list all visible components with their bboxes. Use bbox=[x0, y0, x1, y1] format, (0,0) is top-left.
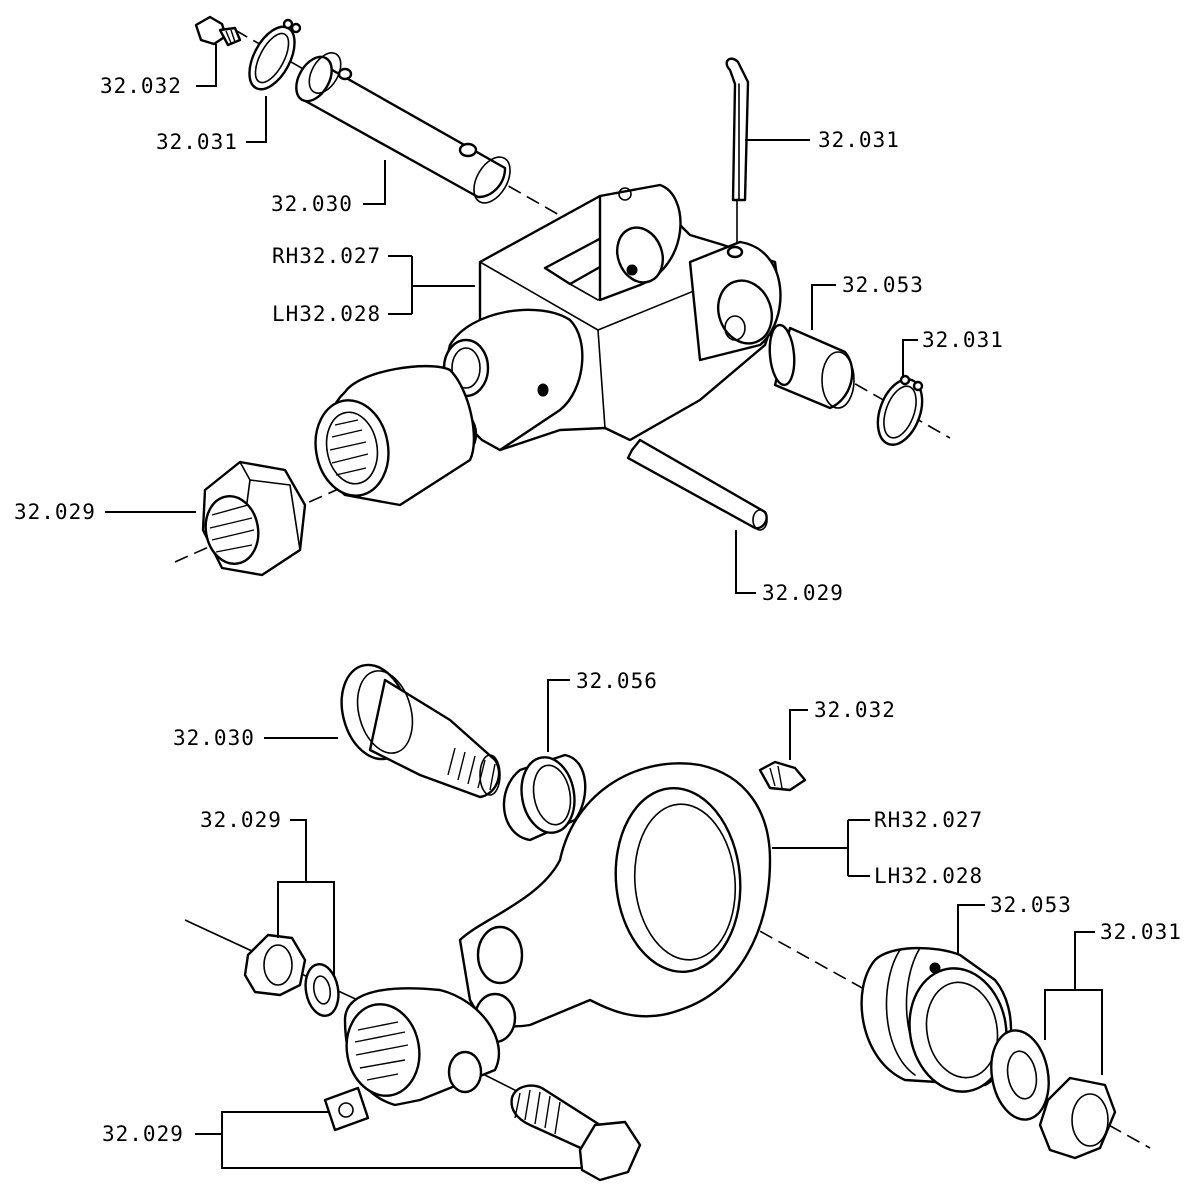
leader-lower-32053 bbox=[957, 904, 985, 955]
label-lower-bolt-tab: 32.029 bbox=[102, 1122, 184, 1146]
label-upper-grease-nipple: 32.032 bbox=[100, 74, 182, 98]
bearing-lower bbox=[860, 946, 1013, 1093]
leader-upper-32053 bbox=[811, 284, 836, 330]
threaded-sleeve-upper bbox=[314, 364, 476, 507]
bushing-upper bbox=[768, 323, 855, 410]
label-lower-nut-washer-right: 32.031 bbox=[1100, 920, 1182, 944]
leader-upper-32031-right bbox=[902, 339, 918, 378]
roll-pin-upper bbox=[626, 438, 768, 531]
snap-ring-upper-left bbox=[248, 18, 302, 91]
lower-assembly: 32.030 32.056 32.032 RH32.027 LH32.028 3… bbox=[102, 663, 1182, 1182]
tab-washer-lower bbox=[323, 1086, 370, 1132]
label-lower-spacer: 32.056 bbox=[576, 669, 658, 693]
leader-upper-rollpin bbox=[735, 530, 756, 594]
leader-upper-32032 bbox=[196, 44, 217, 87]
snap-ring-upper-right bbox=[876, 374, 924, 446]
rod-end-body-lower bbox=[343, 762, 772, 1107]
label-upper-clevis-lh: LH32.028 bbox=[272, 302, 381, 326]
label-upper-cotter-pin: 32.031 bbox=[818, 128, 900, 152]
label-upper-pin: 32.030 bbox=[271, 192, 353, 216]
leader-lower-bolt-bracket bbox=[221, 1111, 582, 1169]
spacer-lower bbox=[502, 753, 587, 842]
leader-lower-nut-left-stem bbox=[290, 819, 307, 882]
leader-upper-32031-left bbox=[246, 96, 267, 143]
upper-assembly: 32.032 32.031 32.030 32.031 RH32.027 LH3… bbox=[14, 15, 1004, 605]
label-upper-snap-ring-right: 32.031 bbox=[922, 328, 1004, 352]
label-lower-rod-end-rh: RH32.027 bbox=[874, 808, 983, 832]
clevis-pin-upper bbox=[295, 52, 511, 204]
label-upper-roll-pin: 32.029 bbox=[762, 581, 844, 605]
grease-nipple-upper bbox=[194, 15, 242, 47]
leader-lower-32032 bbox=[789, 709, 808, 760]
hex-nut-upper bbox=[201, 460, 307, 577]
leader-lower-32031-bracket bbox=[1044, 989, 1103, 1075]
leader-lower-32056 bbox=[547, 679, 570, 752]
clevis-body-upper bbox=[438, 183, 782, 458]
label-lower-nut-washer: 32.029 bbox=[200, 808, 282, 832]
label-upper-bushing: 32.053 bbox=[842, 273, 924, 297]
hex-bolt-lower bbox=[510, 1084, 642, 1182]
label-lower-rod-end-lh: LH32.028 bbox=[874, 864, 983, 888]
label-lower-grease-nipple: 32.032 bbox=[814, 698, 896, 722]
flanged-pin-lower bbox=[340, 663, 501, 799]
label-upper-clevis-rh: RH32.027 bbox=[272, 244, 381, 268]
washer-nut-lower-right bbox=[990, 1029, 1117, 1160]
label-upper-nut: 32.029 bbox=[14, 500, 96, 524]
label-lower-pin: 32.030 bbox=[173, 726, 255, 750]
grease-nipple-lower bbox=[758, 760, 807, 792]
label-upper-snap-ring-left: 32.031 bbox=[156, 130, 238, 154]
cotter-pin-upper bbox=[725, 57, 750, 255]
leader-upper-32030 bbox=[363, 160, 386, 205]
label-lower-bearing: 32.053 bbox=[990, 893, 1072, 917]
leader-lower-nut-left-bracket bbox=[277, 881, 335, 975]
leader-lower-32031-stem bbox=[1074, 931, 1095, 990]
nut-washer-lower-left bbox=[243, 933, 340, 1017]
